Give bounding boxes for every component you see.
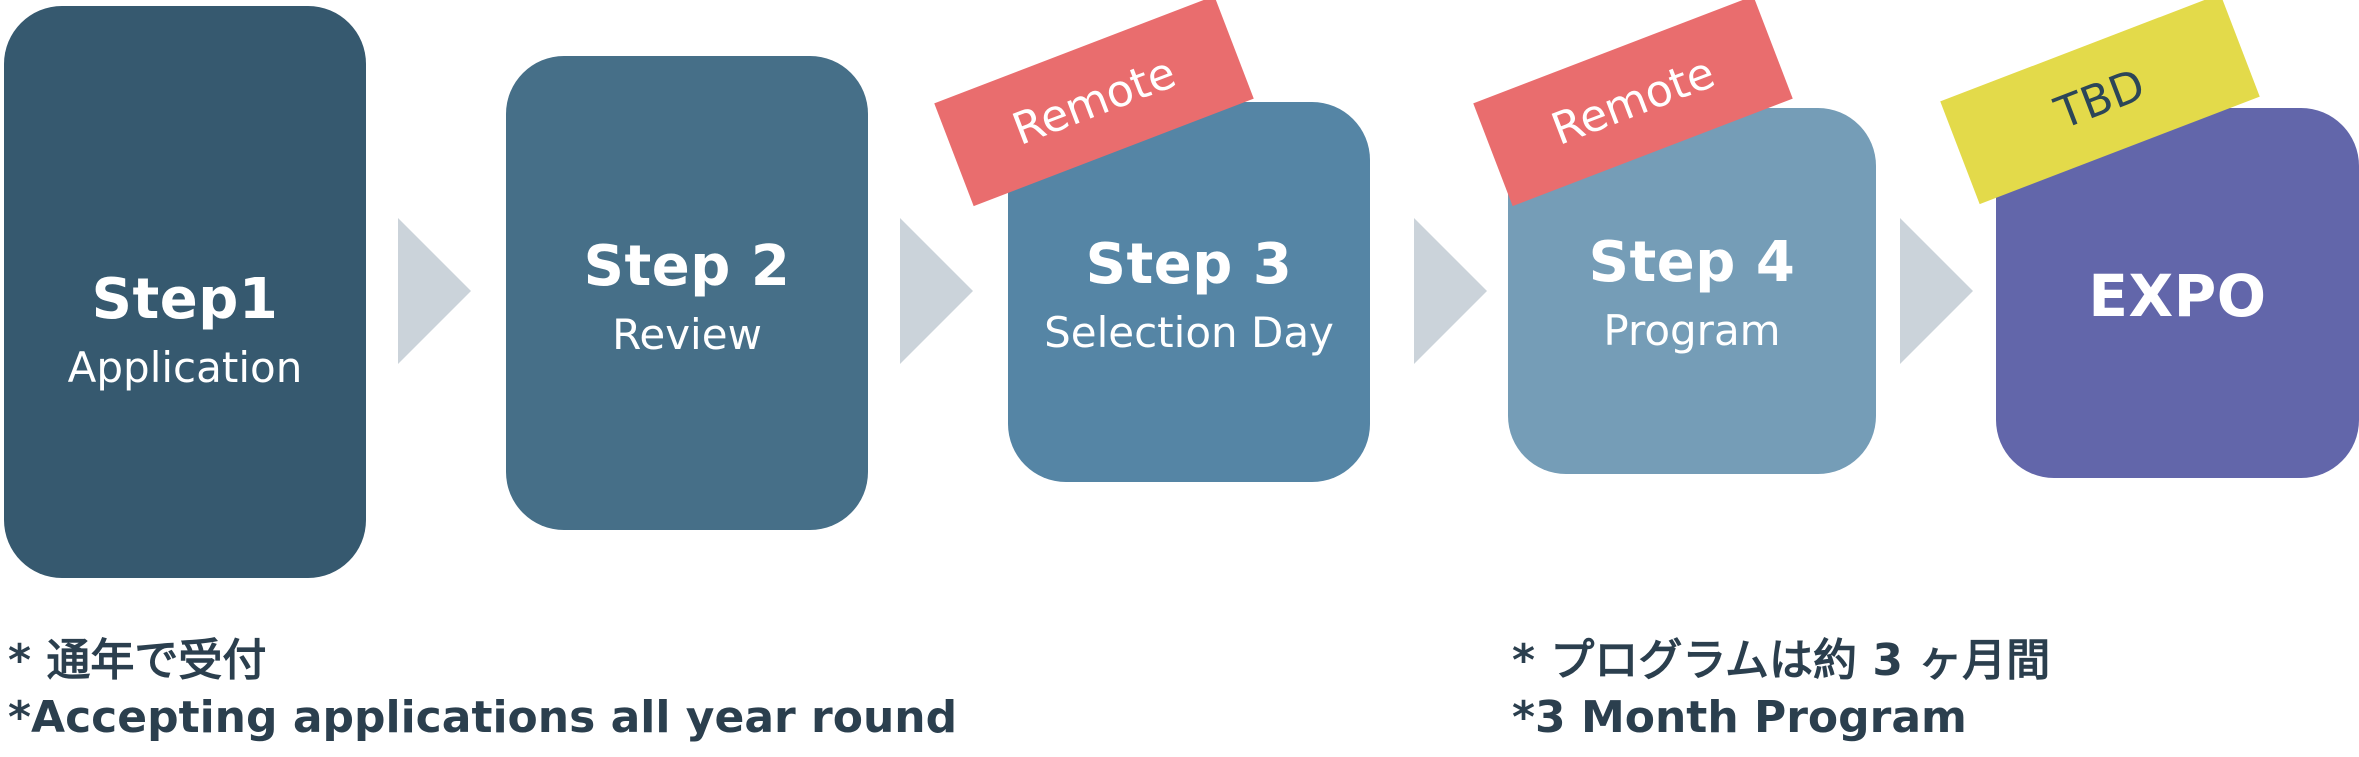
program-note-jp: * プログラムは約 3 ヶ月間 [1512, 635, 2051, 686]
step-1-title: Step1 [91, 267, 279, 333]
step-3-title: Step 3 [1085, 232, 1293, 298]
step-2-subtitle: Review [612, 309, 762, 359]
step-1-subtitle: Application [67, 342, 303, 392]
application-note: * 通年で受付 *Accepting applications all year… [8, 632, 957, 746]
program-note-en: *3 Month Program [1512, 692, 1967, 743]
step-2-box: Step 2 Review [506, 56, 868, 530]
expo-title: EXPO [2088, 261, 2267, 330]
step-4-box: Step 4 Program [1508, 108, 1876, 474]
step-4-title: Step 4 [1588, 230, 1796, 296]
program-note: * プログラムは約 3 ヶ月間 *3 Month Program [1512, 632, 2050, 746]
step-3-subtitle: Selection Day [1044, 307, 1334, 357]
step-2-title: Step 2 [583, 234, 791, 300]
application-note-en: *Accepting applications all year round [8, 692, 958, 743]
chevron-right-icon [1414, 218, 1487, 364]
chevron-right-icon [398, 218, 471, 364]
step-1-box: Step1 Application [4, 6, 366, 578]
step-4-subtitle: Program [1603, 305, 1781, 355]
chevron-right-icon [900, 218, 973, 364]
chevron-right-icon [1900, 218, 1973, 364]
application-note-jp: * 通年で受付 [8, 635, 267, 686]
